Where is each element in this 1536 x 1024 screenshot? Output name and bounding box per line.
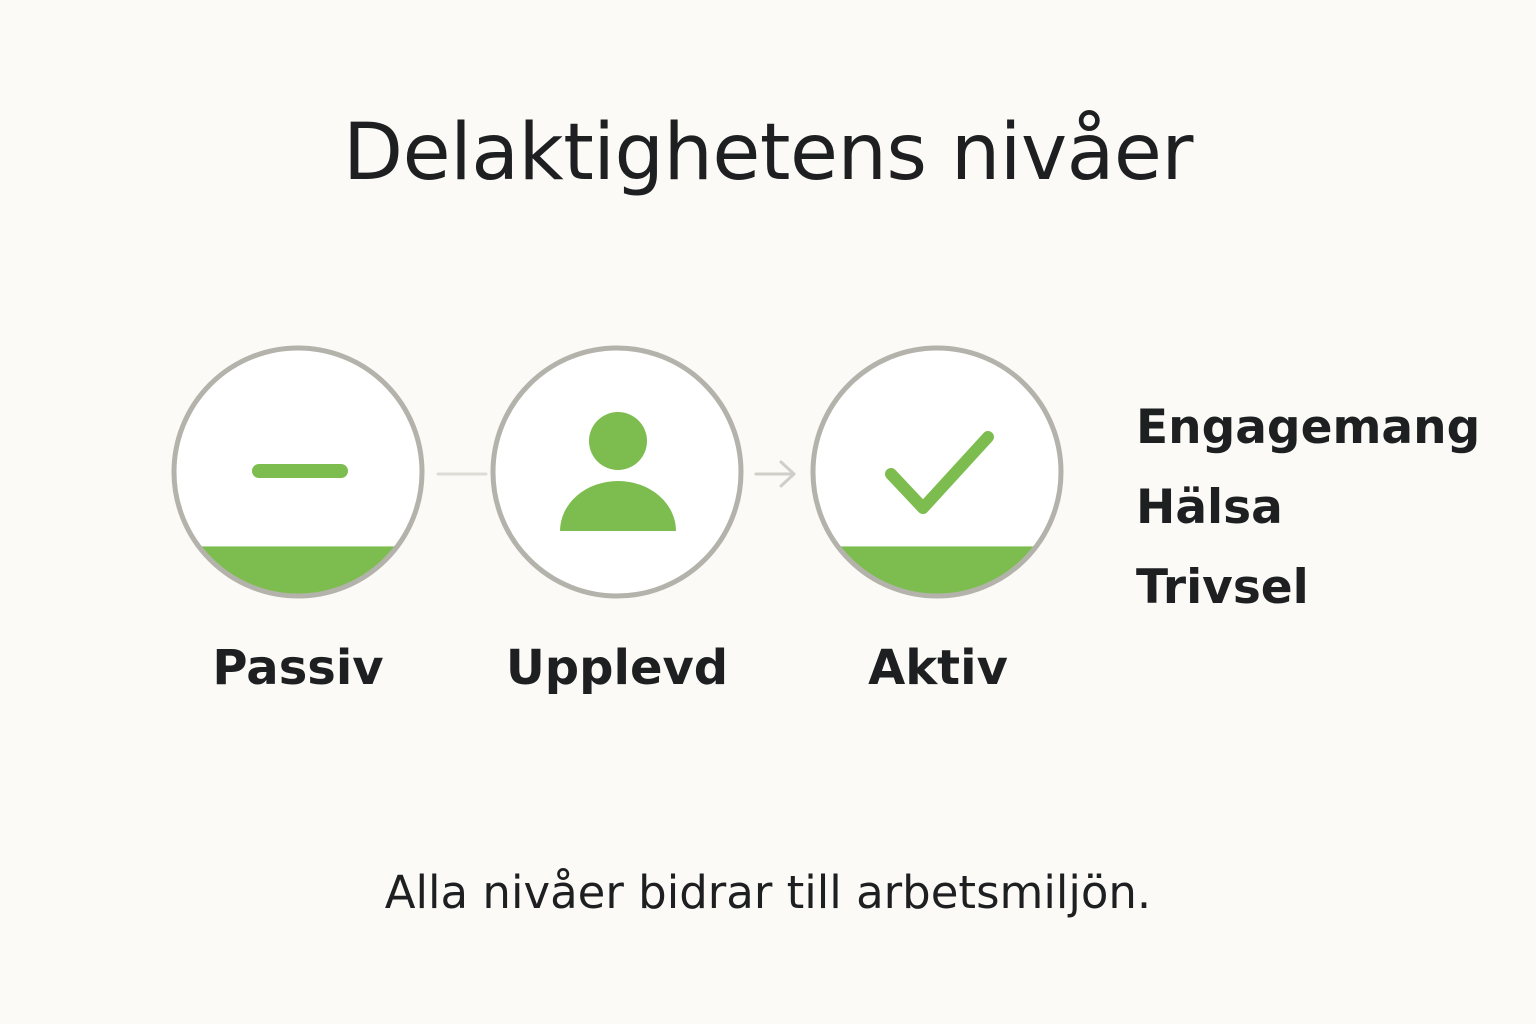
stage-ring [810, 345, 1064, 599]
stage-ring [171, 345, 425, 599]
stage-label-passiv: Passiv [212, 640, 384, 696]
outcome-item: Trivsel [1136, 560, 1309, 615]
checkmark-icon [885, 431, 994, 514]
outcomes-list: Engagemang Hälsa Trivsel [1136, 398, 1480, 638]
footer-caption: Alla nivåer bidrar till arbetsmiljön. [384, 866, 1152, 919]
stage-passiv [171, 345, 425, 599]
diagram-title: Delaktighetens nivåer [343, 108, 1193, 198]
outcome-item: Engagemang [1136, 400, 1481, 455]
minus-icon [252, 464, 348, 478]
person-icon [560, 412, 676, 531]
stage-label-aktiv: Aktiv [868, 640, 1008, 696]
stage-label-upplevd: Upplevd [505, 640, 729, 696]
outcome-item: Hälsa [1136, 480, 1283, 535]
stage-upplevd [490, 345, 744, 599]
stage-ring [490, 345, 744, 599]
connector-arrow [754, 460, 796, 488]
stage-circle [813, 348, 1061, 596]
stage-circle [493, 348, 741, 596]
stage-aktiv [810, 345, 1064, 599]
